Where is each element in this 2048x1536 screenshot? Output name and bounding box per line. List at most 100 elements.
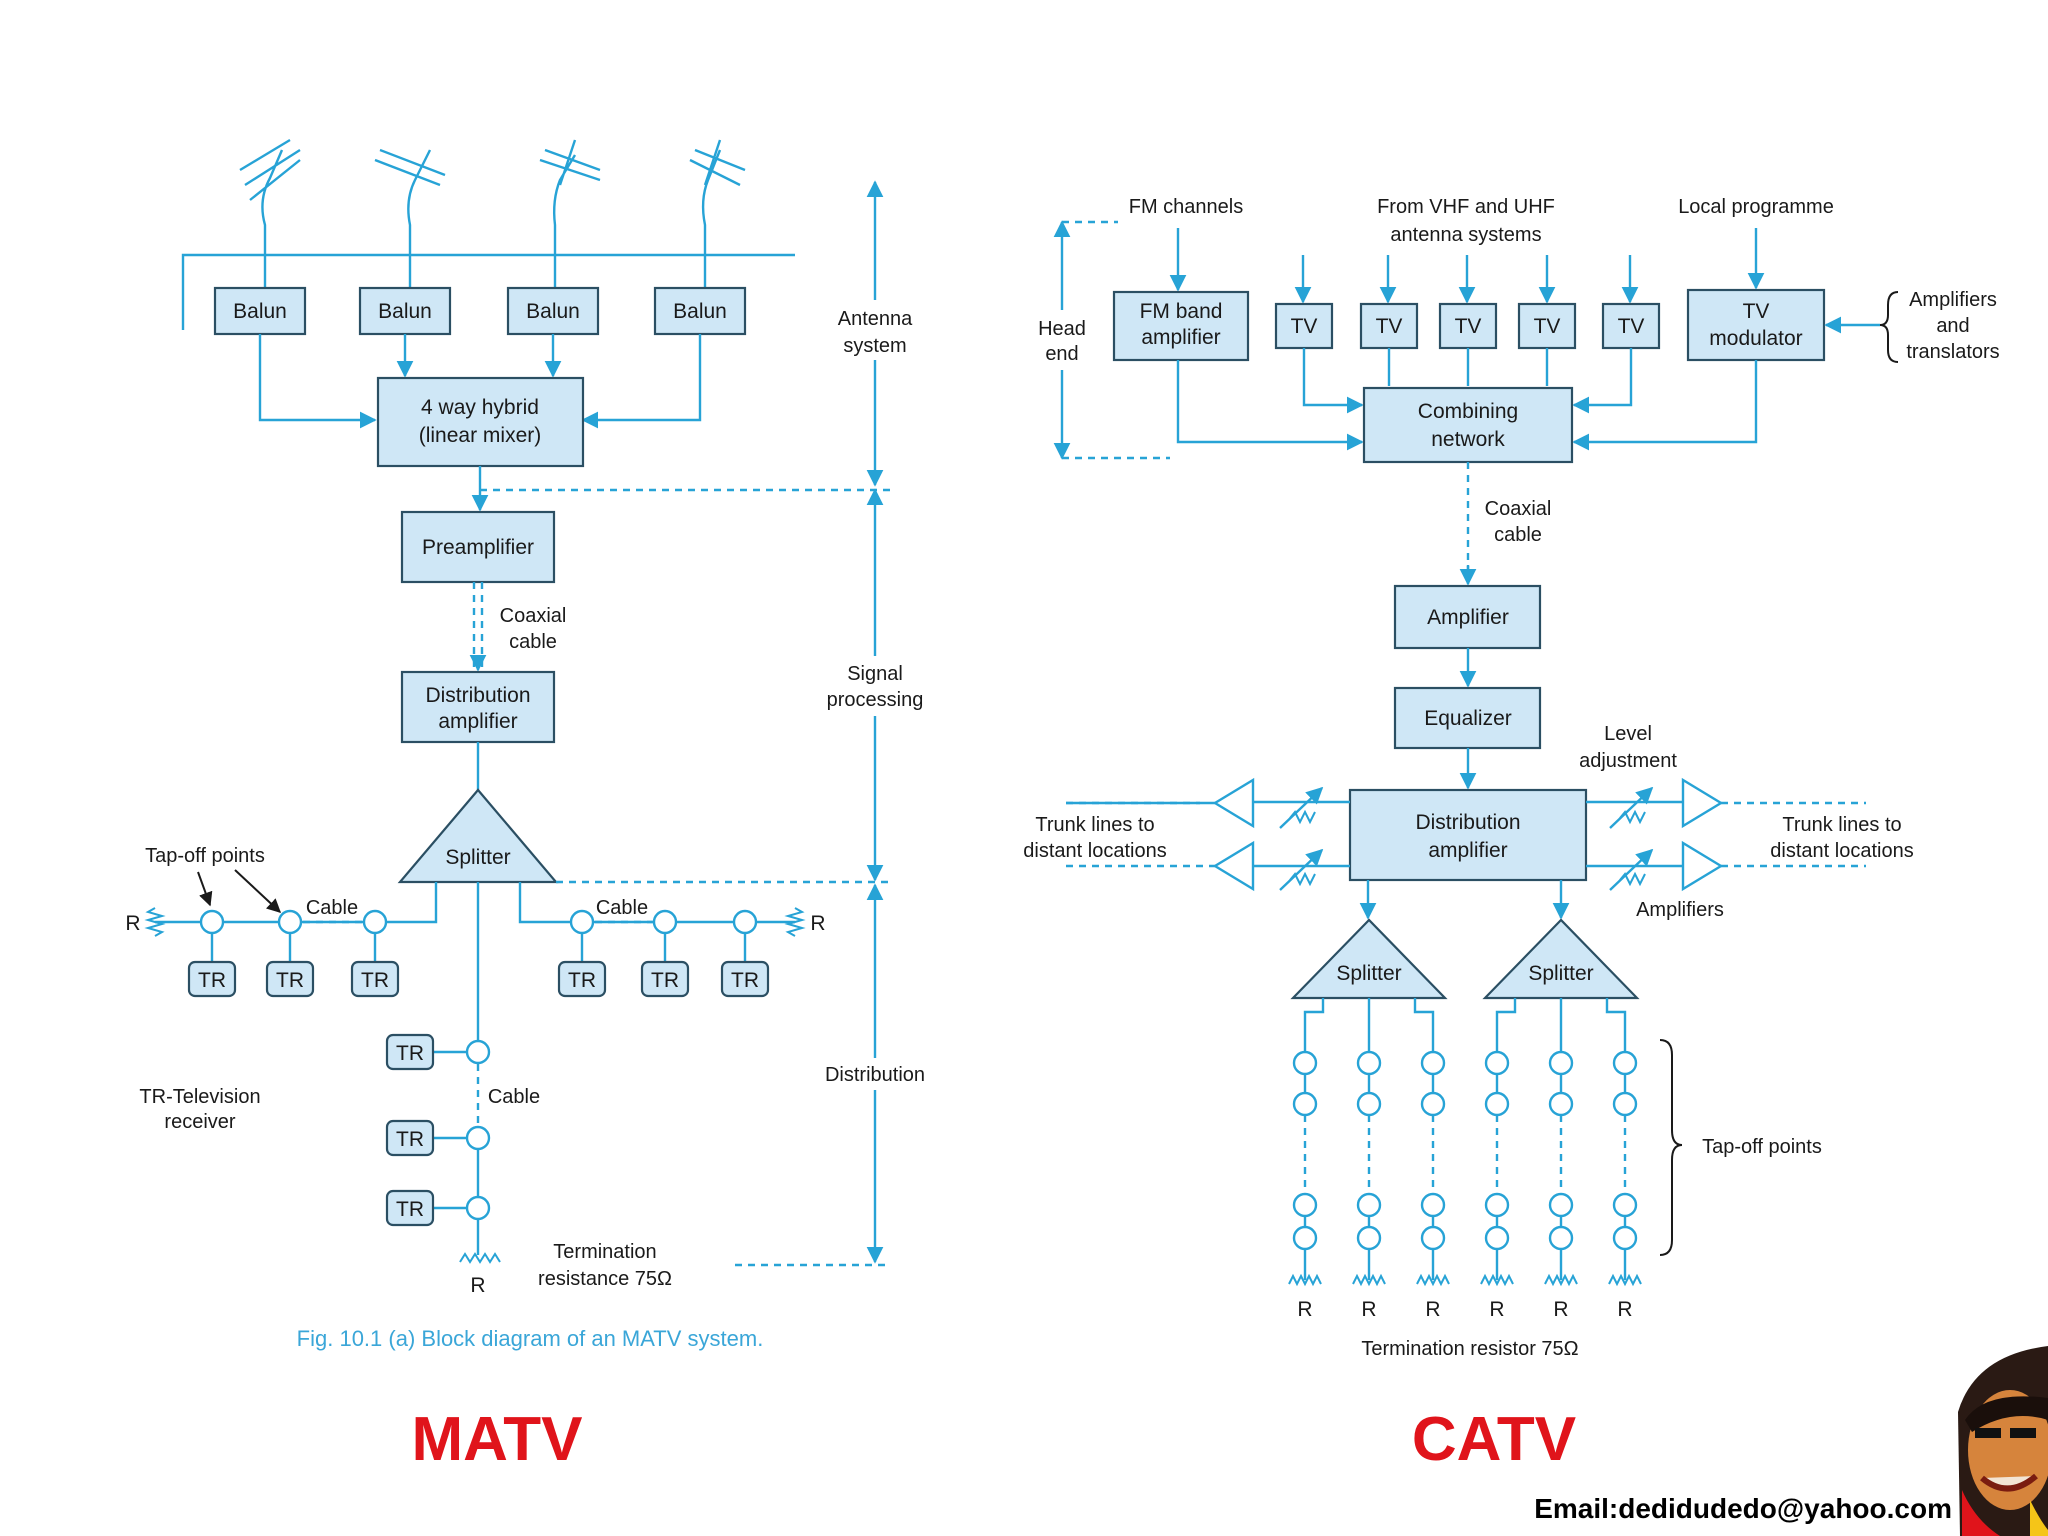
coaxial-label: cable xyxy=(1494,524,1542,546)
matv-title: MATV xyxy=(411,1405,582,1474)
brace xyxy=(1879,291,1899,363)
resistor-label: R xyxy=(1553,1298,1568,1321)
tv-channel-box: TV xyxy=(1274,302,1334,350)
resistor-icon xyxy=(144,907,166,937)
tv-receiver-box: TR xyxy=(557,960,607,998)
svg-text:Amplifier: Amplifier xyxy=(1427,606,1509,629)
svg-text:Combining: Combining xyxy=(1418,400,1518,423)
termination-label: resistance 75Ω xyxy=(538,1268,672,1290)
distribution-amplifier-box: Distribution amplifier xyxy=(1348,788,1588,882)
svg-text:Balun: Balun xyxy=(673,300,727,323)
resistor-label: R xyxy=(1297,1298,1312,1321)
head-end-label: Head xyxy=(1038,318,1086,340)
svg-text:TV: TV xyxy=(1743,300,1770,323)
svg-text:TR: TR xyxy=(396,1042,424,1065)
matv-diagram: Balun Balun Balun Balun 4 way hybrid (li… xyxy=(125,138,936,1474)
balun-box-2: Balun xyxy=(358,286,452,336)
cable-label: Cable xyxy=(596,897,648,919)
tv-receiver-box: TR xyxy=(385,1119,435,1157)
amplifier-box: Amplifier xyxy=(1393,584,1542,650)
tap-off-point xyxy=(1356,1192,1382,1218)
balun-box-4: Balun xyxy=(653,286,747,336)
tv-channel-box: TV xyxy=(1517,302,1577,350)
resistor-label: R xyxy=(810,912,825,935)
svg-text:TR: TR xyxy=(651,969,679,992)
catv-title: CATV xyxy=(1412,1405,1576,1474)
tap-off-point xyxy=(1484,1192,1510,1218)
resistor-label: R xyxy=(1425,1298,1440,1321)
antenna-bus xyxy=(181,253,795,330)
tr-legend: TR-Television xyxy=(139,1086,260,1108)
svg-text:Balun: Balun xyxy=(526,300,580,323)
svg-text:TV: TV xyxy=(1291,315,1318,338)
svg-text:TR: TR xyxy=(361,969,389,992)
tap-off-point xyxy=(1612,1225,1638,1251)
cable-label: Cable xyxy=(306,897,358,919)
fm-channels-label: FM channels xyxy=(1129,196,1244,218)
tap-off-point xyxy=(1612,1192,1638,1218)
svg-text:4 way hybrid: 4 way hybrid xyxy=(421,396,539,419)
resistor-icon xyxy=(1544,1273,1578,1287)
tap-off-point xyxy=(1548,1050,1574,1076)
coaxial-label: Coaxial xyxy=(1485,498,1552,520)
coaxial-label: Coaxial xyxy=(500,605,567,627)
distribution-amplifier-box: Distribution amplifier xyxy=(400,670,556,744)
svg-text:TR: TR xyxy=(396,1198,424,1221)
level-adjustment-label: adjustment xyxy=(1579,750,1677,772)
resistor-icon xyxy=(459,1252,501,1264)
resistor-label: R xyxy=(1617,1298,1632,1321)
tap-off-point xyxy=(1356,1050,1382,1076)
tap-off-point xyxy=(1548,1225,1574,1251)
stage-signal-label: Signal xyxy=(847,663,903,685)
svg-text:TV: TV xyxy=(1376,315,1403,338)
resistor-icon xyxy=(1288,1273,1322,1287)
svg-text:Splitter: Splitter xyxy=(1336,962,1401,985)
tap-off-label: Tap-off points xyxy=(1702,1136,1822,1158)
svg-text:Splitter: Splitter xyxy=(1528,962,1593,985)
head-end-label: end xyxy=(1045,343,1078,365)
level-adjustment-label: Level xyxy=(1604,723,1652,745)
figure-caption: Fig. 10.1 (a) Block diagram of an MATV s… xyxy=(297,1326,764,1351)
svg-text:Preamplifier: Preamplifier xyxy=(422,536,534,559)
svg-text:FM band: FM band xyxy=(1140,300,1223,323)
tv-channel-box: TV xyxy=(1359,302,1419,350)
amplifiers-label: Amplifiers xyxy=(1636,899,1724,921)
svg-text:TR: TR xyxy=(568,969,596,992)
tap-off-point xyxy=(1612,1050,1638,1076)
tap-off-point xyxy=(1420,1091,1446,1117)
vhf-uhf-label: antenna systems xyxy=(1390,224,1541,246)
svg-text:Equalizer: Equalizer xyxy=(1424,707,1512,730)
amplifiers-translators-label: Amplifiers xyxy=(1909,289,1997,311)
tv-modulator-box: TV modulator xyxy=(1686,288,1826,362)
amplifiers-translators-label: and xyxy=(1936,315,1969,337)
avatar xyxy=(1958,1346,2048,1536)
coaxial-cable-line xyxy=(472,582,484,668)
svg-text:amplifier: amplifier xyxy=(438,710,517,733)
tap-off-point xyxy=(1484,1091,1510,1117)
resistor-icon xyxy=(1352,1273,1386,1287)
stage-antenna-label: Antenna xyxy=(838,308,913,330)
stage-signal-label: processing xyxy=(827,689,924,711)
tap-off-point xyxy=(1292,1225,1318,1251)
resistor-label: R xyxy=(1361,1298,1376,1321)
splitter-triangle: Splitter xyxy=(1290,918,1448,1000)
resistor-label: R xyxy=(125,912,140,935)
cable-label: Cable xyxy=(488,1086,540,1108)
tr-legend: receiver xyxy=(164,1111,235,1133)
tap-off-point xyxy=(1420,1192,1446,1218)
tv-receiver-box: TR xyxy=(265,960,315,998)
brace xyxy=(1659,1039,1683,1256)
tap-off-point xyxy=(1292,1192,1318,1218)
balun-box-1: Balun xyxy=(213,286,307,336)
svg-text:amplifier: amplifier xyxy=(1141,326,1220,349)
tv-receiver-box: TR xyxy=(720,960,770,998)
svg-text:Balun: Balun xyxy=(233,300,287,323)
svg-text:(linear mixer): (linear mixer) xyxy=(419,424,542,447)
tap-off-point xyxy=(1292,1050,1318,1076)
svg-text:TV: TV xyxy=(1618,315,1645,338)
resistor-icon xyxy=(784,907,806,937)
tv-receiver-box: TR xyxy=(385,1189,435,1227)
trunk-amplifier-right xyxy=(1586,777,1866,892)
resistor-icon xyxy=(1480,1273,1514,1287)
